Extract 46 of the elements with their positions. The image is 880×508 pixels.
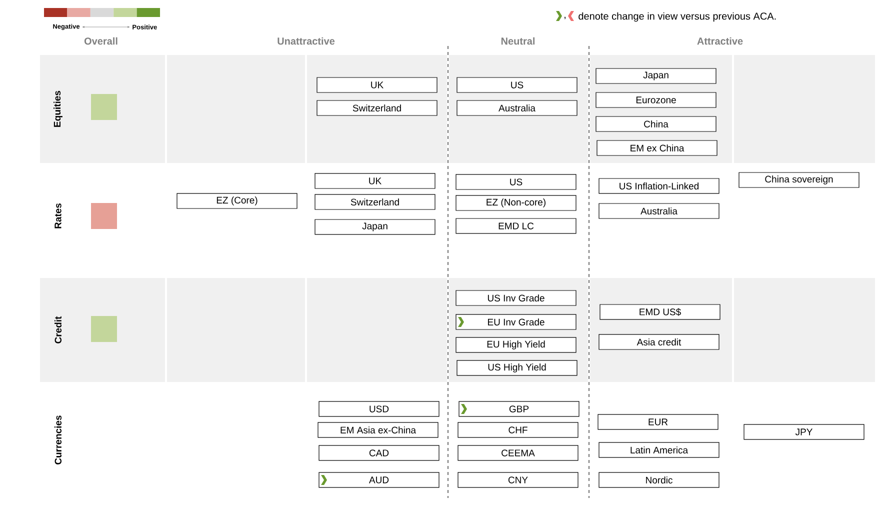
- category-box: US: [456, 77, 578, 93]
- row-header: Currencies: [54, 416, 62, 464]
- category-box: US: [456, 174, 576, 190]
- category-box: EU Inv Grade: [456, 314, 576, 330]
- category-box: Australia: [598, 203, 720, 219]
- column-header: Overall: [84, 37, 118, 45]
- category-box: USD: [318, 401, 440, 417]
- category-box: Asia credit: [598, 334, 720, 350]
- category-box: EUR: [598, 414, 718, 430]
- category-box: Australia: [456, 100, 578, 116]
- column-header: Attractive: [697, 37, 743, 45]
- category-box: Eurozone: [596, 92, 716, 108]
- category-box: EZ (Core): [176, 193, 298, 209]
- category-box: EU High Yield: [456, 337, 576, 353]
- category-box: EMD US$: [600, 304, 720, 320]
- category-box: UK: [316, 77, 438, 93]
- category-box: EM Asia ex-China: [318, 422, 438, 438]
- category-box: US Inflation-Linked: [598, 178, 720, 194]
- row-header: Credit: [54, 316, 62, 344]
- category-box: Japan: [596, 68, 716, 84]
- category-box: Latin America: [598, 442, 720, 458]
- category-box: Japan: [314, 219, 436, 235]
- category-box: CAD: [318, 445, 440, 461]
- category-box: Switzerland: [314, 194, 436, 210]
- category-box: EM ex China: [596, 140, 718, 156]
- row-header: Equities: [54, 90, 62, 127]
- category-box: US High Yield: [456, 360, 578, 376]
- category-box: CNY: [458, 472, 578, 488]
- category-box: Nordic: [598, 472, 720, 488]
- separator-comma: ,: [564, 16, 566, 20]
- column-header: Unattractive: [278, 37, 335, 45]
- category-box: GBP: [458, 401, 580, 417]
- category-box: EZ (Non-core): [456, 195, 576, 211]
- category-box: UK: [314, 173, 436, 189]
- note-text: denote change in view versus previous ACA.: [578, 12, 776, 22]
- category-box: US Inv Grade: [456, 290, 576, 306]
- category-box: AUD: [318, 472, 440, 488]
- category-box: China sovereign: [738, 172, 860, 188]
- row-header: Rates: [54, 203, 62, 228]
- category-box: JPY: [744, 424, 864, 440]
- category-box: CHF: [458, 422, 578, 438]
- category-box: China: [596, 116, 716, 132]
- category-box: EMD LC: [456, 218, 576, 234]
- category-box: CEEMA: [458, 445, 578, 461]
- column-header: Neutral: [501, 37, 535, 45]
- category-box: Switzerland: [316, 100, 438, 116]
